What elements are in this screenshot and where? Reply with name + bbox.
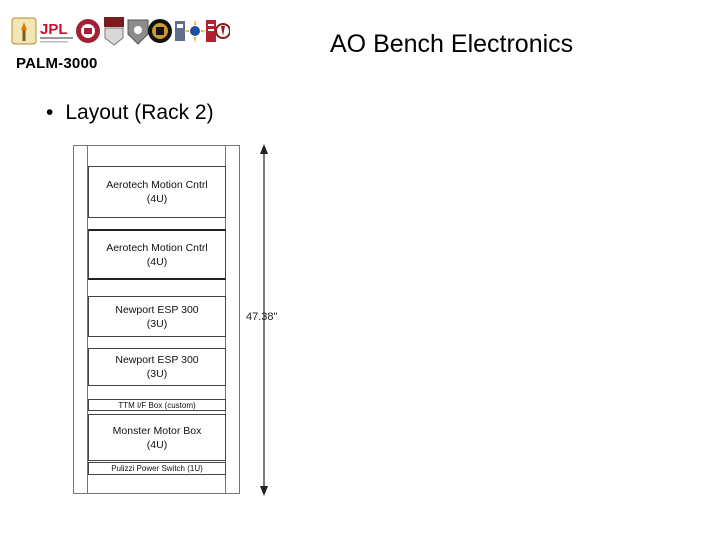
svg-text:JPL: JPL — [40, 21, 68, 38]
university-seal-logo — [76, 19, 100, 43]
rack-unit-size: (4U) — [146, 255, 168, 268]
rack-unit-size: (4U) — [146, 193, 168, 205]
rack-unit-monster-motor: Monster Motor Box (4U) — [88, 414, 226, 461]
rack-unit-label: Newport ESP 300 — [115, 303, 199, 316]
rack-unit-label: Aerotech Motion Cntrl — [106, 179, 208, 191]
bullet-dot-icon: • — [46, 101, 54, 124]
crest-logo — [104, 17, 124, 46]
rack-unit-ttm-box: TTM I/F Box (custom) — [88, 399, 226, 411]
shield-logo — [127, 19, 149, 45]
rack-unit-aerotech-2: Aerotech Motion Cntrl (4U) — [88, 229, 226, 280]
rack-rail-left — [87, 146, 88, 493]
rack-unit-size: (3U) — [146, 317, 168, 330]
red-emblem-logo — [206, 20, 216, 42]
rack-unit-label: Pulizzi Power Switch (1U) — [111, 464, 203, 473]
institute-logo — [175, 21, 185, 41]
caltech-torch-logo — [11, 17, 37, 45]
rack-unit-size: (4U) — [146, 438, 168, 451]
bullet-text: Layout (Rack 2) — [65, 101, 214, 124]
sunburst-logo — [183, 19, 207, 43]
height-dimension-arrow — [260, 144, 268, 496]
rack-unit-aerotech-1: Aerotech Motion Cntrl (4U) — [88, 166, 226, 218]
rack-diagram: Aerotech Motion Cntrl (4U) Aerotech Moti… — [73, 145, 240, 494]
jpl-logo: JPL — [40, 21, 73, 43]
rack-unit-label: Newport ESP 300 — [115, 354, 199, 366]
bullet-item: • Layout (Rack 2) — [46, 101, 214, 125]
program-name: PALM-3000 — [16, 55, 98, 72]
rack-unit-newport-2: Newport ESP 300 (3U) — [88, 348, 226, 386]
rack-unit-label: Monster Motor Box — [112, 424, 202, 437]
rack-unit-label: Aerotech Motion Cntrl — [106, 241, 208, 254]
observatory-logo — [148, 19, 172, 43]
logo-strip: JPL — [10, 14, 230, 48]
rack-unit-label: TTM I/F Box (custom) — [118, 400, 196, 410]
rack-unit-newport-1: Newport ESP 300 (3U) — [88, 296, 226, 337]
rack-unit-size: (3U) — [146, 368, 168, 380]
height-dimension-label: 47.38" — [246, 311, 278, 323]
rack-unit-pulizzi-power: Pulizzi Power Switch (1U) — [88, 462, 226, 475]
page-title: AO Bench Electronics — [330, 30, 574, 58]
round-seal-logo — [215, 23, 230, 39]
